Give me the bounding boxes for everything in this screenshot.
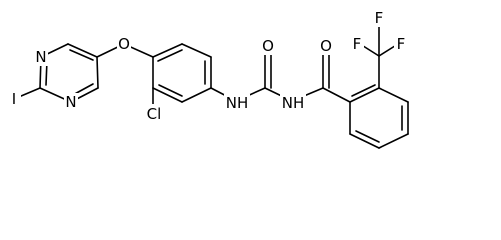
bond-phenyl-1-double	[157, 49, 183, 62]
atom-label-fluorine-top: F	[375, 9, 384, 27]
atom-label-pyrimidine-n-top: N	[35, 48, 46, 66]
bond-benzene-2	[378, 87, 409, 103]
atom-label-pyrimidine-n-bottom: N	[65, 93, 76, 111]
bond-phenyl-4	[181, 87, 212, 103]
bond-benzene-1-double	[351, 84, 376, 97]
atom-label-nh-right: NH	[282, 94, 305, 112]
atom-label-layer: I N N O Cl NH O NH O F F F	[7, 9, 408, 123]
atom-label-urea-oxygen: O	[262, 37, 274, 55]
bond-pyrimidine-3-double	[69, 49, 94, 61]
bond-benzene-5-double	[355, 130, 380, 143]
bond-phenyl-5	[152, 87, 183, 103]
bond-layer	[13, 24, 409, 149]
bond-benzoyl-ring	[322, 87, 351, 103]
bond-phenyl-2	[181, 43, 212, 58]
atom-label-benzoyl-oxygen: O	[320, 37, 332, 55]
chemical-structure-diagram: I N N O Cl NH O NH O F F F	[7, 9, 409, 149]
atom-label-fluorine-right: F	[397, 35, 406, 53]
atom-label-nh-left: NH	[226, 94, 249, 112]
bond-benzene-5	[349, 133, 380, 149]
bond-phenyl-1	[152, 43, 183, 58]
bond-benzene-4	[378, 133, 409, 149]
atom-label-chlorine: Cl	[147, 105, 162, 123]
atom-label-ether-oxygen: O	[118, 35, 130, 53]
atom-label-fluorine-left: F	[353, 35, 362, 53]
bond-pyrimidine-3	[67, 43, 98, 58]
bond-pyrimidine-4	[96, 56, 99, 89]
atom-label-iodine: I	[12, 90, 16, 108]
bond-benzene-1	[349, 87, 380, 103]
bond-phenyl-5-double	[158, 84, 183, 97]
